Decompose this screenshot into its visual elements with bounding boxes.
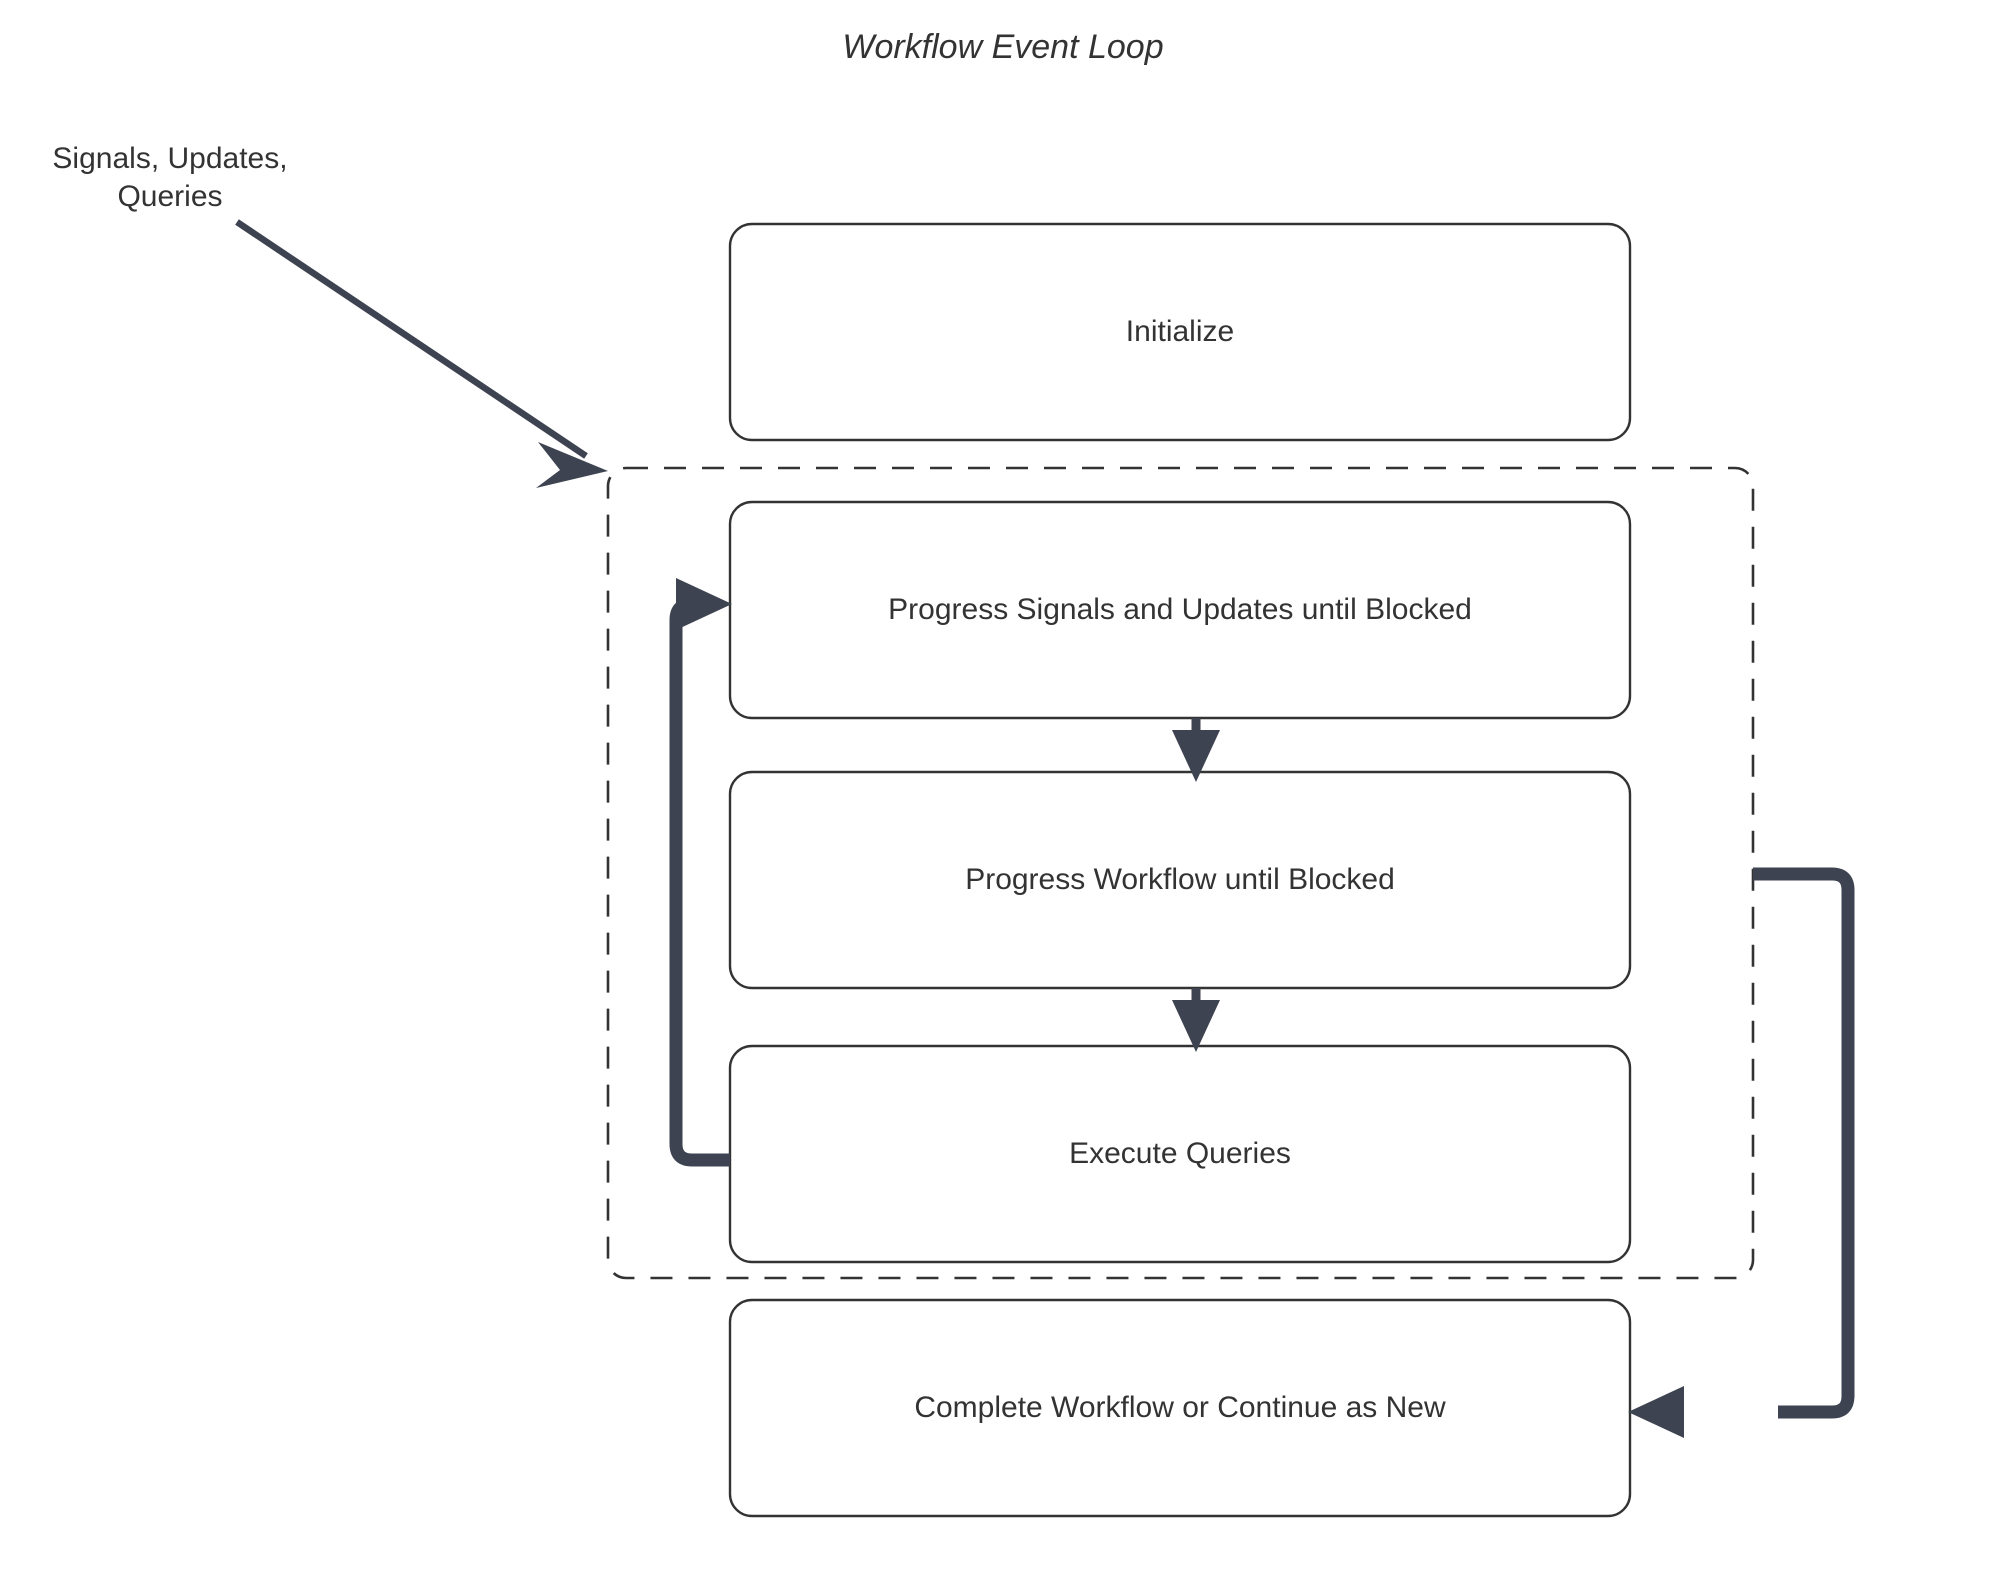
node-box-progress-workflow[interactable] [728, 770, 1632, 990]
node-box-execute-queries[interactable] [728, 1044, 1632, 1264]
page-title: Workflow Event Loop [842, 28, 1164, 66]
edge-label-signals-updates-queries: Signals, Updates, Queries [52, 142, 288, 213]
edge-signals-to-workflow [1172, 718, 1220, 782]
node-box-complete-workflow[interactable] [728, 1298, 1632, 1518]
edge-workflow-to-queries [1172, 988, 1220, 1052]
node-box-initialize[interactable] [728, 222, 1632, 442]
edge-external-to-group [235, 219, 608, 488]
edge-queries-loop-back [669, 578, 732, 1167]
node-box-progress-signals[interactable] [728, 500, 1632, 720]
edge-group-to-complete [1628, 867, 1855, 1438]
